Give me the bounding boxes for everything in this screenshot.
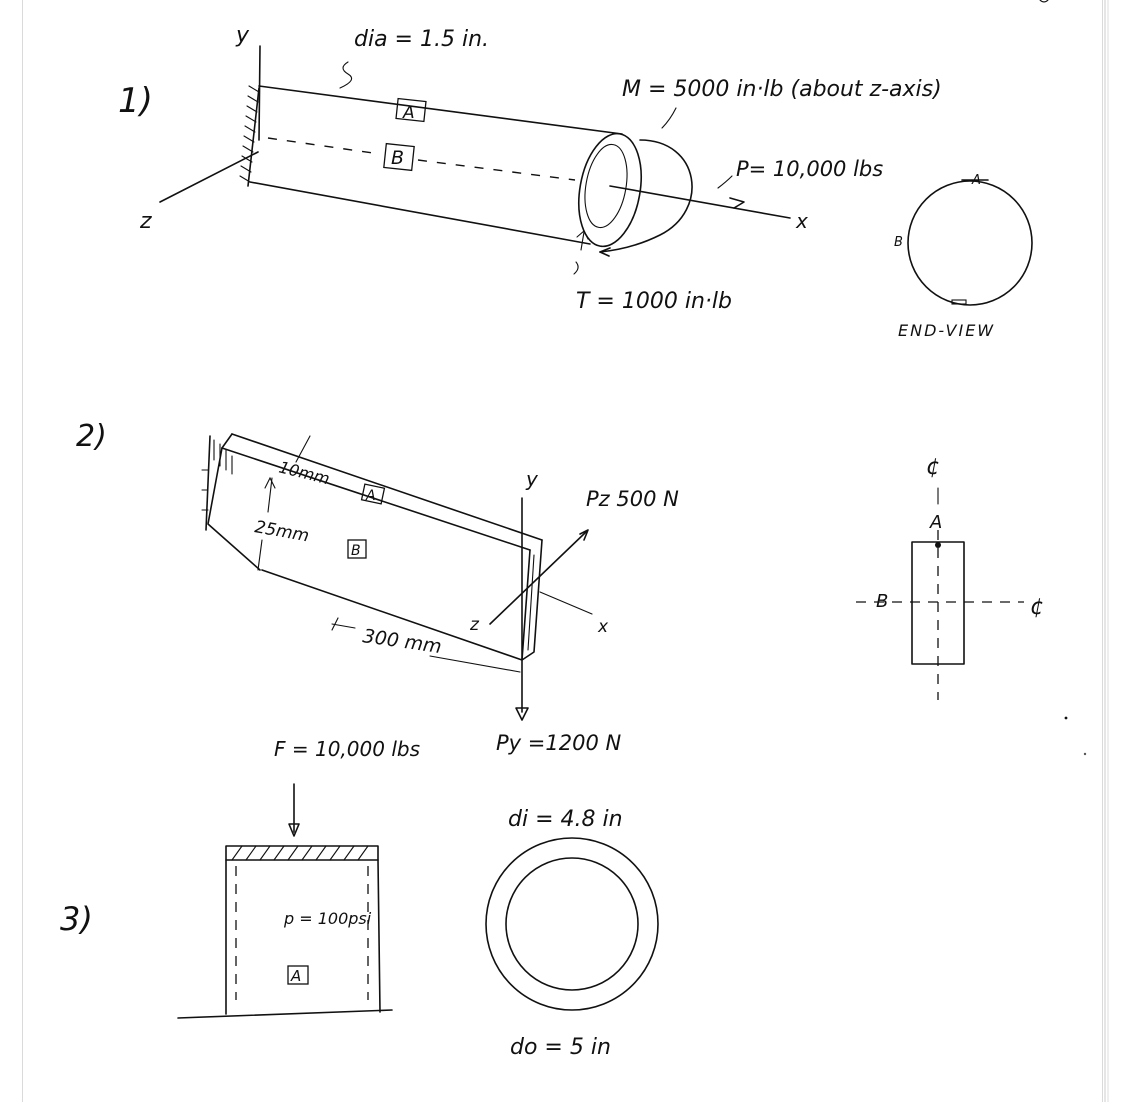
p1-end-view-a-label: A bbox=[971, 173, 981, 188]
p2-point-b-label: B bbox=[351, 543, 361, 559]
p1-axial-load-label: P= 10,000 lbs bbox=[736, 157, 883, 181]
p1-y-axis bbox=[258, 45, 261, 141]
p2-beam-left-front bbox=[207, 447, 261, 571]
page-corner-mark bbox=[1039, 0, 1049, 3]
p1-axis-y-label: y bbox=[235, 23, 250, 48]
p3-point-a-box bbox=[287, 965, 309, 985]
p2-section-point-a bbox=[935, 542, 941, 548]
p1-axial-leader bbox=[717, 175, 733, 189]
p1-torque-arrow bbox=[580, 231, 585, 251]
p1-end-view-bottom-mark bbox=[951, 299, 967, 305]
p2-centerline-symbol-right: ¢ bbox=[1030, 595, 1044, 620]
p1-centerline-mid bbox=[417, 159, 576, 181]
p2-beam-end-inner bbox=[527, 554, 535, 651]
p1-end-view-circle bbox=[907, 180, 1033, 306]
p2-point-b-box bbox=[347, 539, 367, 559]
p1-shaft-end-face bbox=[578, 132, 642, 248]
p3-outer-diameter-label: do = 5 in bbox=[510, 1035, 611, 1060]
problem-2: 2) 10mm 25mm 300 mm bbox=[76, 419, 1044, 755]
p2-z-force-arrowhead bbox=[579, 529, 589, 541]
p2-length-dim-end bbox=[429, 655, 521, 673]
p1-point-b-label: B bbox=[391, 147, 404, 169]
p1-shaft-top-edge bbox=[258, 85, 623, 135]
p1-centerline-left bbox=[267, 137, 381, 155]
p1-moment-leader bbox=[661, 107, 677, 129]
p2-section-b-label: B bbox=[876, 591, 888, 612]
p1-fixed-wall bbox=[247, 87, 260, 187]
p3-cap-plate bbox=[225, 845, 379, 861]
p3-ring-inner-circle bbox=[505, 857, 639, 991]
p3-cap-hatching bbox=[231, 845, 369, 861]
p1-moment-arc bbox=[599, 139, 693, 253]
page-edge-shadow bbox=[1104, 0, 1106, 1102]
stray-dot-2 bbox=[1083, 752, 1087, 756]
p1-point-a-label: A bbox=[402, 103, 415, 123]
p2-force-z-label: Pz 500 N bbox=[586, 487, 679, 511]
p2-point-a-box bbox=[360, 483, 386, 505]
problem-3-number: 3) bbox=[60, 900, 93, 938]
p1-moment-label: M = 5000 in·lb (about z-axis) bbox=[622, 77, 942, 102]
p3-pressure-label: p = 100psi bbox=[283, 909, 372, 928]
p2-height-arrowhead bbox=[264, 476, 276, 489]
p1-axis-x-label: x bbox=[795, 209, 808, 233]
p1-end-view-b-label: B bbox=[894, 235, 903, 250]
p1-shaft-bottom-edge bbox=[249, 181, 591, 245]
p2-beam-top-left bbox=[221, 433, 233, 449]
p3-point-a-label: A bbox=[290, 967, 301, 985]
problem-1: 1) y z x A bbox=[118, 23, 1033, 340]
p2-section-a-label: A bbox=[929, 512, 942, 533]
problem-1-number: 1) bbox=[118, 81, 153, 121]
p3-ground-line bbox=[177, 1009, 393, 1019]
p2-axis-z-label: z bbox=[469, 615, 480, 635]
stray-dot-1 bbox=[1064, 716, 1068, 720]
p1-moment-arrowhead bbox=[599, 247, 611, 257]
p1-point-b-box bbox=[383, 142, 415, 172]
p1-point-a-box bbox=[395, 97, 427, 123]
problem-2-number: 2) bbox=[76, 419, 107, 454]
page-edge-left bbox=[22, 0, 23, 1102]
p1-diameter-label: dia = 1.5 in. bbox=[354, 27, 489, 52]
p1-end-view-title: END-VIEW bbox=[898, 321, 995, 340]
p3-force-arrowhead bbox=[288, 823, 300, 837]
p2-y-force-arrowhead bbox=[515, 707, 529, 721]
p1-torque-leader bbox=[573, 261, 579, 275]
p1-axial-arrowhead bbox=[729, 197, 745, 209]
p2-axis-y-label: y bbox=[525, 467, 539, 491]
p2-thickness-arrow bbox=[295, 435, 311, 463]
p2-beam-end-side bbox=[521, 539, 543, 661]
p1-diameter-leader bbox=[339, 61, 353, 89]
p2-length-label: 300 mm bbox=[361, 625, 443, 658]
p1-x-axis bbox=[609, 185, 791, 219]
p2-z-force-line bbox=[489, 531, 587, 625]
p2-height-dim bbox=[257, 477, 273, 571]
p2-beam-top-back bbox=[231, 433, 543, 541]
p1-axis-z-label: z bbox=[139, 209, 152, 234]
p1-shaft-end-inner bbox=[584, 143, 628, 229]
p2-beam-top-front bbox=[221, 447, 531, 551]
p2-force-y-label: Py =1200 N bbox=[496, 731, 621, 755]
p2-fixed-wall bbox=[205, 435, 211, 531]
p2-centerline-symbol-top: ¢ bbox=[926, 455, 940, 480]
p1-torque-label: T = 1000 in·lb bbox=[576, 289, 732, 314]
p2-length-dim-start bbox=[331, 623, 356, 629]
page-edge-shadow-outer bbox=[1107, 0, 1109, 1102]
p2-thickness-label: 10mm bbox=[277, 457, 332, 488]
problem-3: 3) F = 10,000 lbs p = 100psi A di = 4.8 … bbox=[60, 737, 659, 1060]
page-edge-right bbox=[1102, 0, 1103, 1102]
p2-x-axis bbox=[539, 591, 593, 615]
p3-force-label: F = 10,000 lbs bbox=[274, 737, 420, 761]
p1-z-axis bbox=[159, 151, 259, 203]
p2-axis-x-label: x bbox=[597, 617, 609, 637]
p3-inner-diameter-label: di = 4.8 in bbox=[508, 807, 623, 832]
p3-ring-outer-circle bbox=[485, 837, 659, 1011]
p2-point-a-label: A bbox=[365, 488, 376, 504]
p1-torque-arrowhead bbox=[576, 230, 589, 240]
p3-cylinder-right-wall bbox=[377, 859, 381, 1013]
p1-wall-hatching bbox=[239, 85, 260, 183]
